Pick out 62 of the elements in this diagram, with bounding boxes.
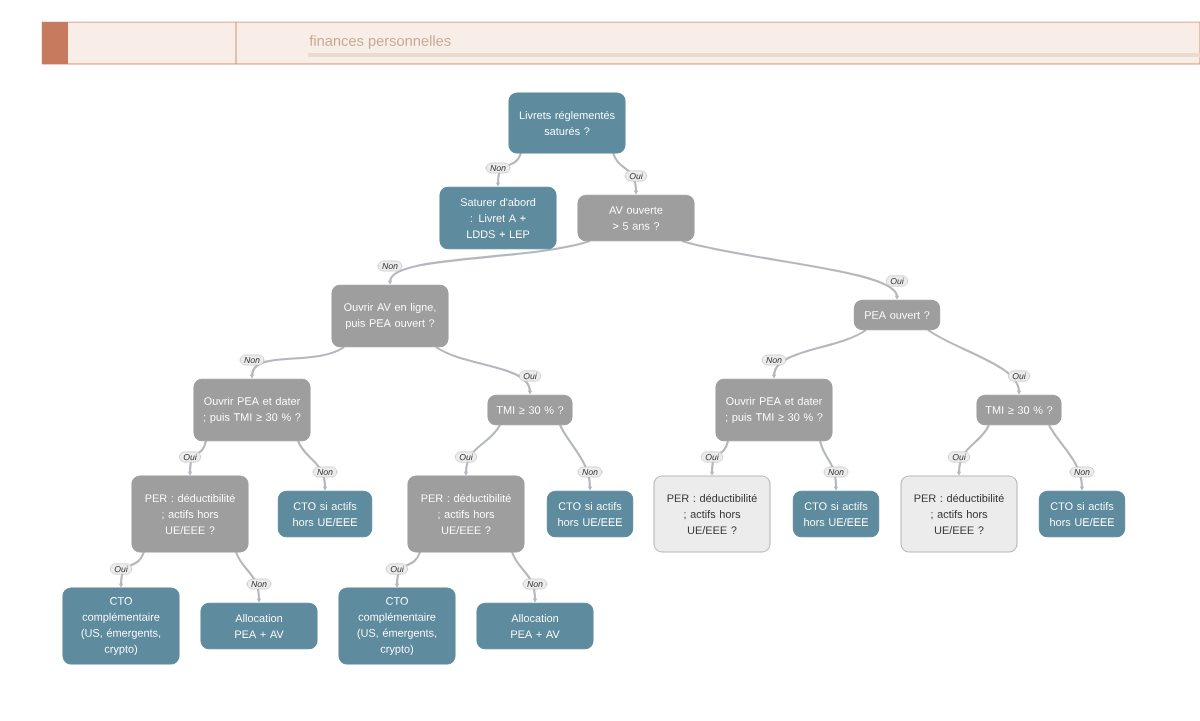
outcome-box: Saturer d'abord : Livret A + LDDS + LEP	[439, 186, 557, 250]
edge-label: Oui	[179, 451, 201, 463]
arrow	[388, 239, 591, 285]
arrow	[927, 329, 1022, 395]
edge-label: Non	[312, 466, 338, 478]
arrow	[612, 152, 639, 195]
arrow	[1048, 424, 1084, 491]
outcome-box: CTO complémentaire (US, émergents, crypto)	[338, 587, 456, 665]
edge-label: Non	[239, 354, 265, 366]
arrow	[464, 424, 501, 476]
decision-box: Ouvrir PEA et dater ; puis TMI ≥ 30 % ?	[193, 378, 311, 442]
outcome-box: CTO si actifs hors UE/EEE	[277, 490, 373, 538]
edge-label: Non	[485, 162, 511, 174]
edge-label: Non	[761, 354, 787, 366]
outcome-box: CTO si actifs hors UE/EEE	[1038, 490, 1126, 538]
edge-label: Oui	[625, 170, 647, 182]
edge-label: Oui	[455, 451, 477, 463]
decision-box: PER : déductibilité ; actifs hors UE/EEE ?	[653, 475, 771, 553]
arrow	[681, 239, 900, 300]
decision-box: Ouvrir AV en ligne, puis PEA ouvert ?	[331, 284, 449, 348]
outcome-box: CTO complémentaire (US, émergents, crypto)	[62, 587, 180, 665]
arrow	[435, 346, 533, 395]
arrow	[119, 551, 145, 588]
arrow	[235, 551, 261, 603]
edge-label: Non	[246, 578, 272, 590]
tagline: finances personnelles	[309, 35, 451, 49]
edge-label: Oui	[519, 370, 541, 382]
edge-label: Non	[377, 260, 403, 272]
decision-box: PER : déductibilité ; actifs hors UE/EEE ?	[900, 475, 1018, 553]
arrow	[819, 440, 839, 491]
outcome-box: Allocation PEA + AV	[200, 602, 318, 650]
edge-label: Oui	[701, 451, 723, 463]
decision-box: TMI ≥ 30 % ?	[487, 394, 573, 426]
edge-label: Non	[823, 466, 849, 478]
edge-label: Non	[1069, 466, 1095, 478]
edge-label: Oui	[948, 451, 970, 463]
arrow	[297, 440, 327, 491]
decision-box: AV ouverte > 5 ans ?	[577, 194, 695, 242]
arrow	[496, 152, 522, 187]
edge-label: Oui	[386, 563, 408, 575]
decision-box: PER : déductibilité ; actifs hors UE/EEE ?	[131, 475, 249, 553]
arrow	[710, 440, 730, 476]
arrow	[250, 346, 345, 379]
outcome-box: Allocation PEA + AV	[476, 602, 594, 650]
arrow	[395, 551, 421, 588]
arrow	[772, 329, 867, 379]
decision-box: PER : déductibilité ; actifs hors UE/EEE ?	[407, 475, 525, 553]
edge-label: Oui	[886, 275, 908, 287]
decision-box: Ouvrir PEA et dater ; puis TMI ≥ 30 % ?	[715, 378, 833, 442]
outcome-box: Livrets réglementés saturés ?	[508, 92, 626, 154]
edge-label: Non	[577, 466, 603, 478]
edge-label: Non	[522, 578, 548, 590]
decision-box: PEA ouvert ?	[853, 299, 941, 331]
arrow	[188, 440, 208, 476]
outcome-box: CTO si actifs hors UE/EEE	[792, 490, 880, 538]
edge-label: Oui	[110, 563, 133, 575]
arrow	[957, 424, 990, 476]
outcome-box: CTO si actifs hors UE/EEE	[546, 490, 634, 538]
edge-label: Oui	[1008, 370, 1030, 382]
arrow	[511, 551, 538, 603]
decision-box: TMI ≥ 30 % ?	[976, 394, 1062, 426]
arrow	[559, 424, 593, 491]
